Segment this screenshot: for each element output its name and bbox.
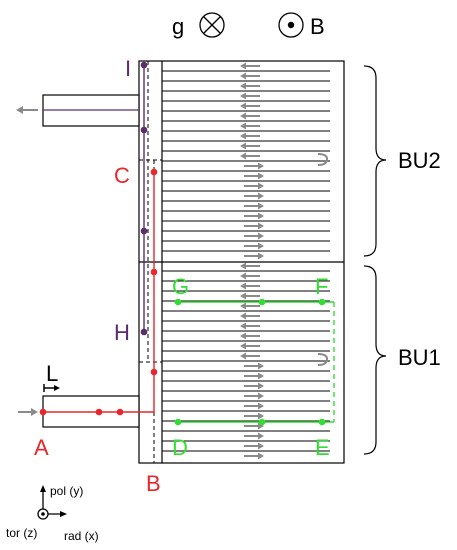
green-path: [174, 298, 335, 426]
arrow-left-icon: [240, 342, 260, 350]
arrow-left-icon: [240, 272, 260, 280]
arrow-right-icon: [244, 222, 264, 230]
arrow-left-icon: [240, 72, 260, 80]
outlet-arrow-icon: [16, 106, 38, 114]
arrow-left-icon: [240, 132, 260, 140]
brace-bu1: [363, 265, 387, 455]
arrow-right-icon: [244, 232, 264, 240]
point-label-d: D: [172, 435, 188, 460]
block-label-bu1: BU1: [398, 345, 441, 370]
arrow-right-icon: [244, 212, 264, 220]
arrow-left-icon: [240, 312, 260, 320]
arrow-right-icon: [244, 442, 264, 450]
arrow-right-icon: [244, 172, 264, 180]
arrow-left-icon: [240, 102, 260, 110]
arrow-right-icon: [244, 392, 264, 400]
point-label-f: F: [315, 274, 328, 299]
purple-path: [140, 61, 148, 336]
arrow-right-icon: [244, 192, 264, 200]
arrow-right-icon: [244, 422, 264, 430]
arrow-right-icon: [244, 202, 264, 210]
arrow-left-icon: [240, 112, 260, 120]
point-label-c: C: [114, 163, 130, 188]
outlet-pipe: [42, 94, 140, 127]
arrow-right-icon: [244, 182, 264, 190]
arrow-left-icon: [240, 352, 260, 360]
arrow-left-icon: [240, 262, 260, 270]
point-label-a: A: [34, 435, 49, 460]
arrow-left-icon: [240, 302, 260, 310]
arrow-left-icon: [240, 282, 260, 290]
point-label-g: G: [172, 274, 189, 299]
arrow-right-icon: [244, 252, 264, 260]
arrow-left-icon: [240, 92, 260, 100]
block-label-bu2: BU2: [398, 148, 441, 173]
arrow-left-icon: [240, 322, 260, 330]
arrow-right-icon: [244, 242, 264, 250]
arrow-left-icon: [240, 332, 260, 340]
arrow-left-icon: [240, 292, 260, 300]
cooling-plates: [162, 70, 330, 452]
length-arrow-icon: [43, 384, 60, 392]
field-label: B: [310, 14, 325, 39]
point-label-i: I: [125, 56, 131, 81]
arrow-right-icon: [244, 382, 264, 390]
inlet-arrow-icon: [18, 408, 38, 416]
red-path: [39, 168, 158, 416]
dot-in-circle-icon: [278, 12, 304, 38]
arrow-right-icon: [244, 412, 264, 420]
point-label-e: E: [315, 435, 330, 460]
point-label-b: B: [146, 471, 161, 496]
arrow-left-icon: [240, 142, 260, 150]
axis-x-label: rad (x): [64, 529, 99, 543]
arrow-right-icon: [244, 432, 264, 440]
u-turn-icon: [317, 153, 329, 166]
brace-bu2: [363, 65, 387, 257]
point-label-h: H: [114, 320, 130, 345]
axis-z-out-of-page-icon: [37, 508, 49, 520]
length-label: L: [46, 361, 58, 386]
flow-arrows: [240, 62, 264, 460]
cross-in-circle-icon: [199, 12, 225, 38]
arrow-right-icon: [244, 372, 264, 380]
arrow-left-icon: [240, 122, 260, 130]
arrow-right-icon: [244, 402, 264, 410]
arrow-right-icon: [244, 362, 264, 370]
axis-z-label: tor (z): [6, 526, 37, 540]
gravity-label: g: [172, 14, 184, 39]
arrow-left-icon: [240, 62, 260, 70]
u-turn-icon: [317, 353, 329, 366]
arrow-right-icon: [244, 452, 264, 460]
arrow-right-icon: [244, 162, 264, 170]
arrow-left-icon: [240, 82, 260, 90]
axis-y-label: pol (y): [50, 484, 83, 498]
arrow-left-icon: [240, 152, 260, 160]
